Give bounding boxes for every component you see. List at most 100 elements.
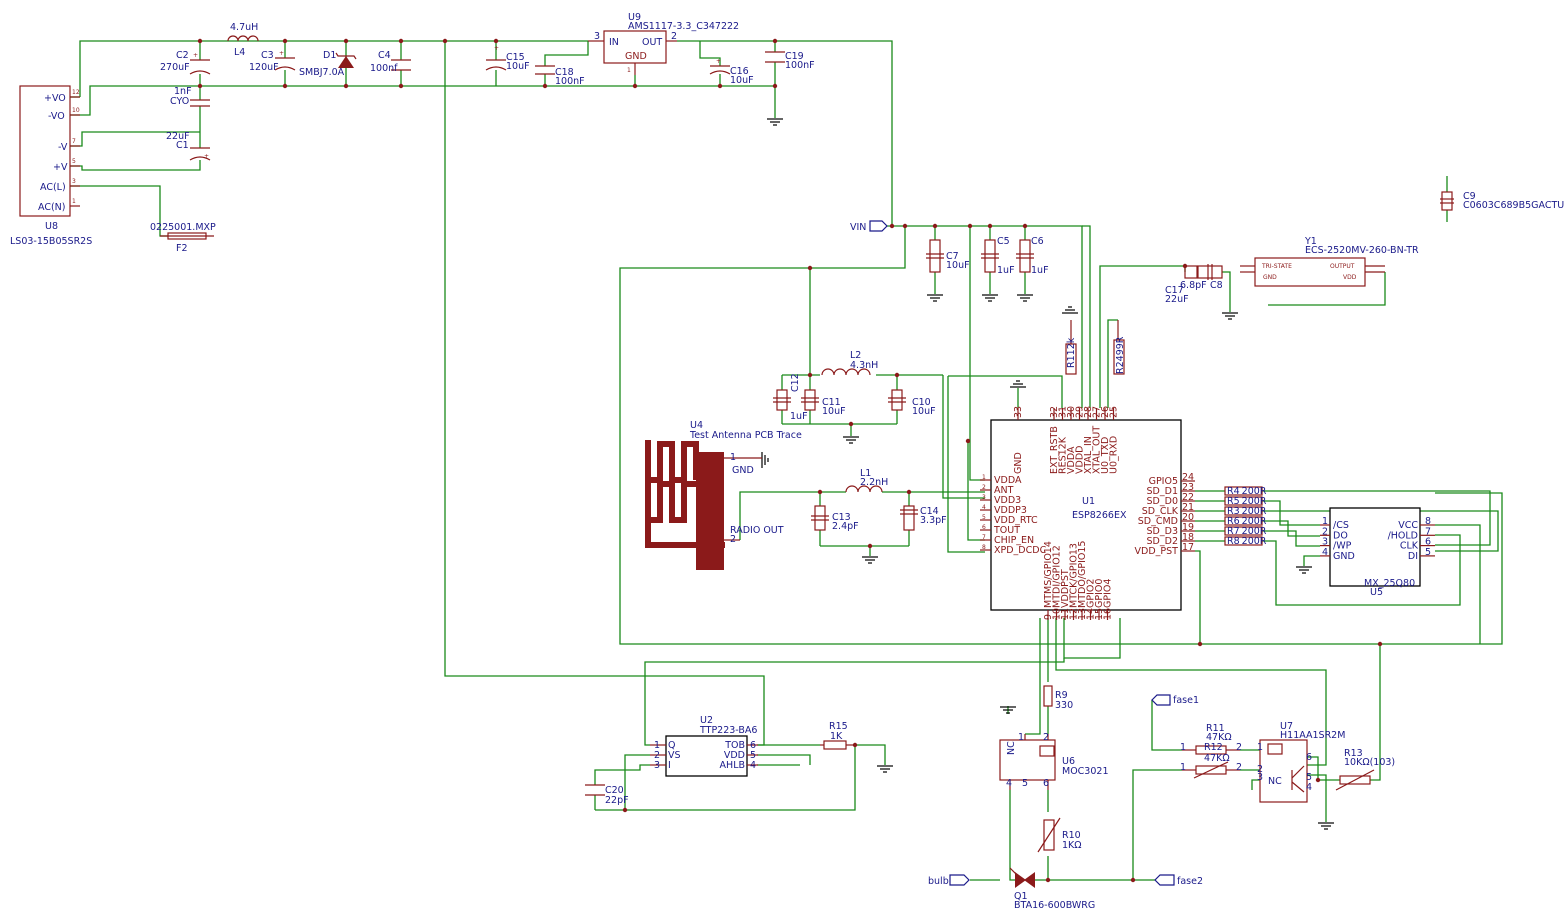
- u1-pin-32: EXT_RSTB: [1049, 426, 1060, 474]
- u9-pinnum-3: 3: [594, 31, 600, 42]
- c14-capacitor: C14 3.3pF: [900, 505, 947, 531]
- r5-value: 200R: [1242, 496, 1267, 507]
- u1-pinnum-1: 1: [982, 474, 986, 481]
- u8-pinnum-12: 12: [72, 89, 80, 96]
- r15-value: 1K: [830, 731, 843, 742]
- c1-value: 22uF: [166, 131, 190, 142]
- u1-pin-16: GPIO4: [1103, 579, 1114, 608]
- c19-ref: C19: [785, 51, 804, 62]
- u6-nc: NC: [1006, 741, 1017, 755]
- u1-pinnum-6: 6: [982, 524, 986, 531]
- c3-value: 120uF: [249, 62, 279, 73]
- junctions: [197, 38, 1383, 883]
- l1-inductor: L1 2.2nH: [845, 468, 888, 493]
- u1-pin-12: MTCK/GPIO13: [1069, 543, 1080, 608]
- svg-text:4: 4: [1306, 782, 1312, 793]
- c5-value: 1uF: [997, 265, 1015, 276]
- u4-pin-gnd: GND: [732, 465, 754, 476]
- u1-pin-8: XPD_DCDC: [994, 545, 1047, 556]
- u1-pin-3: VDD3: [994, 495, 1021, 506]
- u1-pin-14: GPIO2: [1086, 579, 1097, 608]
- l1-ref: L1: [860, 468, 871, 479]
- c13-capacitor: C13 2.4pF: [811, 505, 859, 532]
- r3-ref: R3: [1227, 506, 1240, 517]
- u6-pin-6: 6: [1043, 778, 1049, 789]
- net-flag-vin: VIN: [850, 220, 888, 233]
- u5-pinnum-7: 7: [1425, 526, 1431, 537]
- ground-symbols: [761, 118, 1334, 830]
- c4-value: 100nf: [370, 63, 398, 74]
- net-vin-label: VIN: [850, 222, 866, 233]
- r12-ref: R12: [1204, 742, 1223, 753]
- svg-text:+: +: [716, 58, 721, 65]
- u1-pin-1: VDDA: [994, 475, 1022, 486]
- u8-pin-vo-plus: +VO: [44, 93, 66, 104]
- c8-ref: C8: [1210, 280, 1223, 291]
- l2-ref: L2: [850, 350, 861, 361]
- c2-capacitor: + C2 270uF: [160, 50, 211, 75]
- u1-pin-9: MTMS/GPIO14: [1043, 541, 1054, 608]
- resistor-r8: [1224, 536, 1263, 546]
- u1-pinnum-22: 22: [1182, 492, 1194, 503]
- svg-text:3: 3: [1257, 772, 1263, 783]
- l4-value: 4.7uH: [230, 22, 258, 33]
- net-flag-fase2: fase2: [1154, 874, 1203, 887]
- r9-ref: R9: [1055, 690, 1068, 701]
- r9-resistor: R9 330: [1043, 685, 1073, 711]
- svg-text:2: 2: [730, 534, 736, 545]
- u1-pin-29: VDDD: [1075, 446, 1086, 474]
- u8-power-module: +VO -VO -V +V AC(L) AC(N) 12 10 7 5 3 1 …: [10, 85, 92, 247]
- cyo-capacitor: 1nF CYO: [170, 86, 210, 107]
- u2-pinnum-6: 6: [750, 740, 756, 751]
- svg-text:+: +: [193, 52, 198, 59]
- c4-ref: C4: [378, 50, 391, 61]
- d1-ref: D1: [323, 50, 336, 61]
- u7-ac-opto: NC U7 H11AA1SR2M 12 36 54: [1257, 721, 1345, 803]
- r12-value: 47KΩ: [1204, 753, 1230, 764]
- net-fase2-label: fase2: [1177, 876, 1203, 887]
- l2-inductor: L2 4.3nH: [821, 350, 878, 376]
- u1-pinnum-8: 8: [982, 544, 986, 551]
- c15-value: 10uF: [506, 61, 530, 72]
- u1-pinnum-10: 10: [1052, 608, 1063, 620]
- svg-text:5: 5: [1306, 772, 1312, 783]
- u1-pin-26: U0_TXD: [1100, 437, 1111, 474]
- u1-pin-6: TOUT: [993, 525, 1020, 536]
- u2-pinnum-5: 5: [750, 750, 756, 761]
- c10-value: 10uF: [912, 406, 936, 417]
- u2-pin-2: VS: [668, 750, 681, 761]
- u4-pin-radio-out: RADIO OUT: [730, 525, 784, 536]
- c7-ref: C7: [946, 251, 959, 262]
- r1-resistor: R112k: [1065, 320, 1077, 375]
- u1-pinnum-19: 19: [1182, 522, 1194, 533]
- u9-pin-in: IN: [609, 37, 619, 48]
- u9-ref: U9: [628, 12, 641, 23]
- u1-pin-21: SD_CLK: [1142, 506, 1179, 517]
- u7-ref: U7: [1280, 721, 1293, 732]
- u1-pin-13: MTDO/GPIO15: [1077, 541, 1088, 608]
- svg-text:6: 6: [1306, 752, 1312, 763]
- u1-pinnum-33: 33: [1013, 406, 1024, 418]
- u2-pinnum-3: 3: [654, 760, 660, 771]
- u5-pinnum-8: 8: [1425, 516, 1431, 527]
- r15-ref: R15: [829, 721, 848, 732]
- u2-pin-5: VDD: [724, 750, 745, 761]
- c4-capacitor: C4 100nf: [370, 50, 411, 74]
- u1-pin-31: RES12K: [1058, 436, 1069, 474]
- u4-ref: U4: [690, 420, 703, 431]
- c1-capacitor: + 22uF C1: [166, 131, 211, 161]
- net-fase1-label: fase1: [1173, 695, 1199, 706]
- c18-value: 100nF: [555, 76, 585, 87]
- u1-pinnum-12: 12: [1069, 608, 1080, 620]
- c19-value: 100nF: [785, 60, 815, 71]
- u8-value: LS03-15B05SR2S: [10, 236, 92, 247]
- c10-ref: C10: [912, 397, 931, 408]
- r5-ref: R5: [1227, 496, 1240, 507]
- u2-pinnum-2: 2: [654, 750, 660, 761]
- u4-value: Test Antenna PCB Trace: [689, 430, 802, 441]
- q1-ref: Q1: [1014, 891, 1028, 902]
